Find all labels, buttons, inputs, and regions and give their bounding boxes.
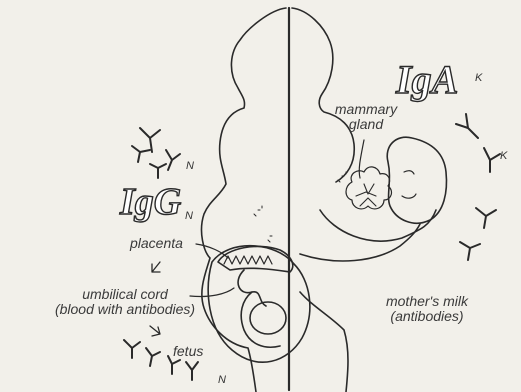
placenta-villi [224, 256, 272, 264]
umbilical-cord-label-line2: (blood with antibodies) [42, 302, 208, 317]
antibody-n-top-label: N [186, 160, 194, 172]
sparkle-marks [254, 172, 346, 242]
mammary-gland [346, 167, 391, 209]
antibody-icon [150, 164, 166, 178]
igg-subscript: N [185, 210, 193, 222]
igg-label: IgG [120, 180, 181, 224]
mother-back-outline [300, 292, 348, 392]
igg-antibodies [132, 128, 180, 178]
iga-label: IgA [396, 56, 458, 103]
antibody-icon [460, 242, 480, 260]
antibody-n-bottom-label: N [218, 374, 226, 386]
antibody-icon [124, 340, 140, 358]
mothers-milk-label: mother's milk (antibodies) [374, 294, 480, 324]
baby-face-detail [402, 171, 416, 198]
mammary-gland-label-line1: mammary [334, 102, 398, 117]
mammary-ducts [356, 184, 376, 206]
arrow-to-fetus-icon [150, 326, 160, 336]
umbilical-cord-label-line1: umbilical cord [42, 287, 208, 302]
iga-antibodies [456, 114, 500, 260]
antibody-icon [132, 146, 150, 162]
nursing-mother-outline [292, 8, 354, 182]
antibody-icon [146, 348, 160, 366]
mammary-gland-label-line2: gland [334, 117, 398, 132]
antibody-k-label: K [500, 150, 507, 162]
antibody-icon [476, 208, 496, 228]
placenta-label: placenta [130, 236, 183, 251]
antibody-icon [186, 362, 198, 380]
mammary-gland-label: mammary gland [334, 102, 398, 132]
antibody-icon [484, 148, 500, 172]
baby-head [387, 137, 446, 223]
pregnant-woman-outline [202, 8, 286, 392]
iga-subscript: K [475, 72, 482, 84]
umbilical-cord [238, 270, 266, 306]
antibody-icon [166, 150, 180, 170]
antibody-icon [456, 114, 478, 138]
mothers-milk-label-line1: mother's milk [374, 294, 480, 309]
mothers-milk-label-line2: (antibodies) [374, 309, 480, 324]
arrow-down-left-icon [152, 262, 160, 272]
umbilical-cord-label: umbilical cord (blood with antibodies) [42, 287, 208, 317]
fetus-head [250, 302, 286, 334]
antibody-icon [140, 128, 160, 152]
fetus-label: fetus [173, 344, 203, 359]
mammary-leader-line [359, 140, 364, 178]
mother-arm [300, 224, 420, 261]
